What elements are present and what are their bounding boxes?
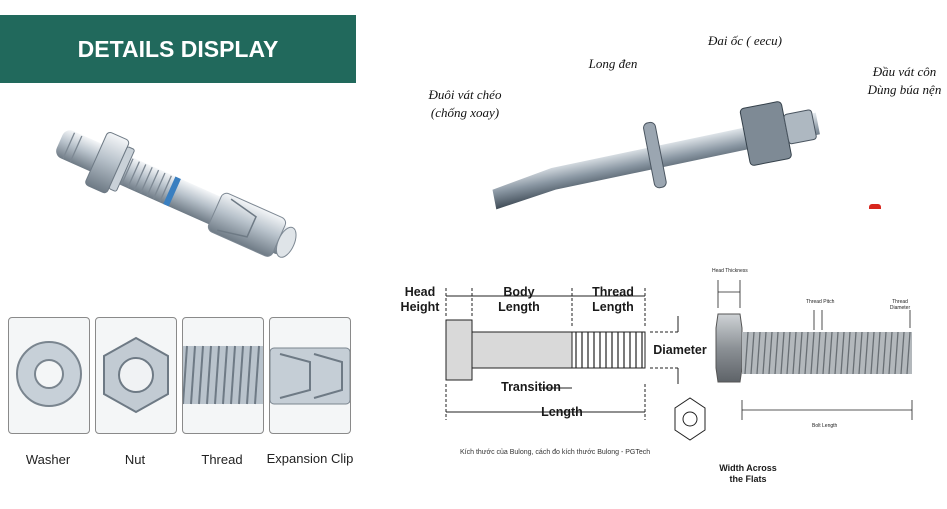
thread-caption: Thread xyxy=(201,452,243,467)
diameter-label: Diameter xyxy=(653,343,707,357)
nut-label: Đai ốc ( eecu) xyxy=(708,33,782,48)
head-label-line2: Dùng búa nện xyxy=(867,82,942,97)
head-label: Đầu vát côn Dùng búa nện xyxy=(862,63,947,99)
expansion-clip-caption: Expansion Clip xyxy=(266,451,354,466)
banner-title: DETAILS DISPLAY xyxy=(77,35,279,62)
red-mark xyxy=(869,204,881,209)
thread-length-label: Thread Length xyxy=(592,285,634,314)
details-display-banner: DETAILS DISPLAY xyxy=(0,15,356,83)
tail-label: Đuôi vát chéo (chống xoay) xyxy=(415,86,515,122)
transition-label: Transition xyxy=(501,380,561,394)
head-height-label: Head Height xyxy=(400,285,440,314)
tail-label-line2: (chống xoay) xyxy=(430,105,500,120)
head-label-line1: Đầu vát côn xyxy=(872,64,937,79)
length-label: Length xyxy=(541,405,583,419)
washer-caption: Washer xyxy=(25,452,71,467)
diagram-caption: Kích thước của Bulong, cách đo kích thướ… xyxy=(460,449,651,456)
washer-icon xyxy=(16,341,82,407)
washer-tile xyxy=(8,317,90,434)
nut-icon xyxy=(103,336,169,414)
expansion-clip-tile xyxy=(269,317,351,434)
labelled-anchor-bolt-image xyxy=(492,101,820,210)
head-thickness-label: Head Thickness xyxy=(712,268,748,274)
width-across-flats-label: Width Across the Flats xyxy=(719,463,777,484)
nut-tile xyxy=(95,317,177,434)
washer-label: Long đen xyxy=(588,56,638,71)
expansion-clip-icon xyxy=(270,347,350,405)
body-length-label: Body Length xyxy=(498,285,540,314)
thread-tile xyxy=(182,317,264,434)
thread-icon xyxy=(183,345,263,405)
bolt-length-label: Bolt Length xyxy=(812,423,838,429)
tail-label-line1: Đuôi vát chéo xyxy=(428,87,502,102)
hex-bolt-photo xyxy=(715,280,913,420)
bolt-dimension-drawing xyxy=(445,288,706,441)
thread-diameter-label: Thread Diameter xyxy=(889,299,911,311)
nut-caption: Nut xyxy=(124,452,146,467)
anchor-bolt-image xyxy=(56,130,297,258)
thread-pitch-label: Thread Pitch xyxy=(806,299,835,305)
